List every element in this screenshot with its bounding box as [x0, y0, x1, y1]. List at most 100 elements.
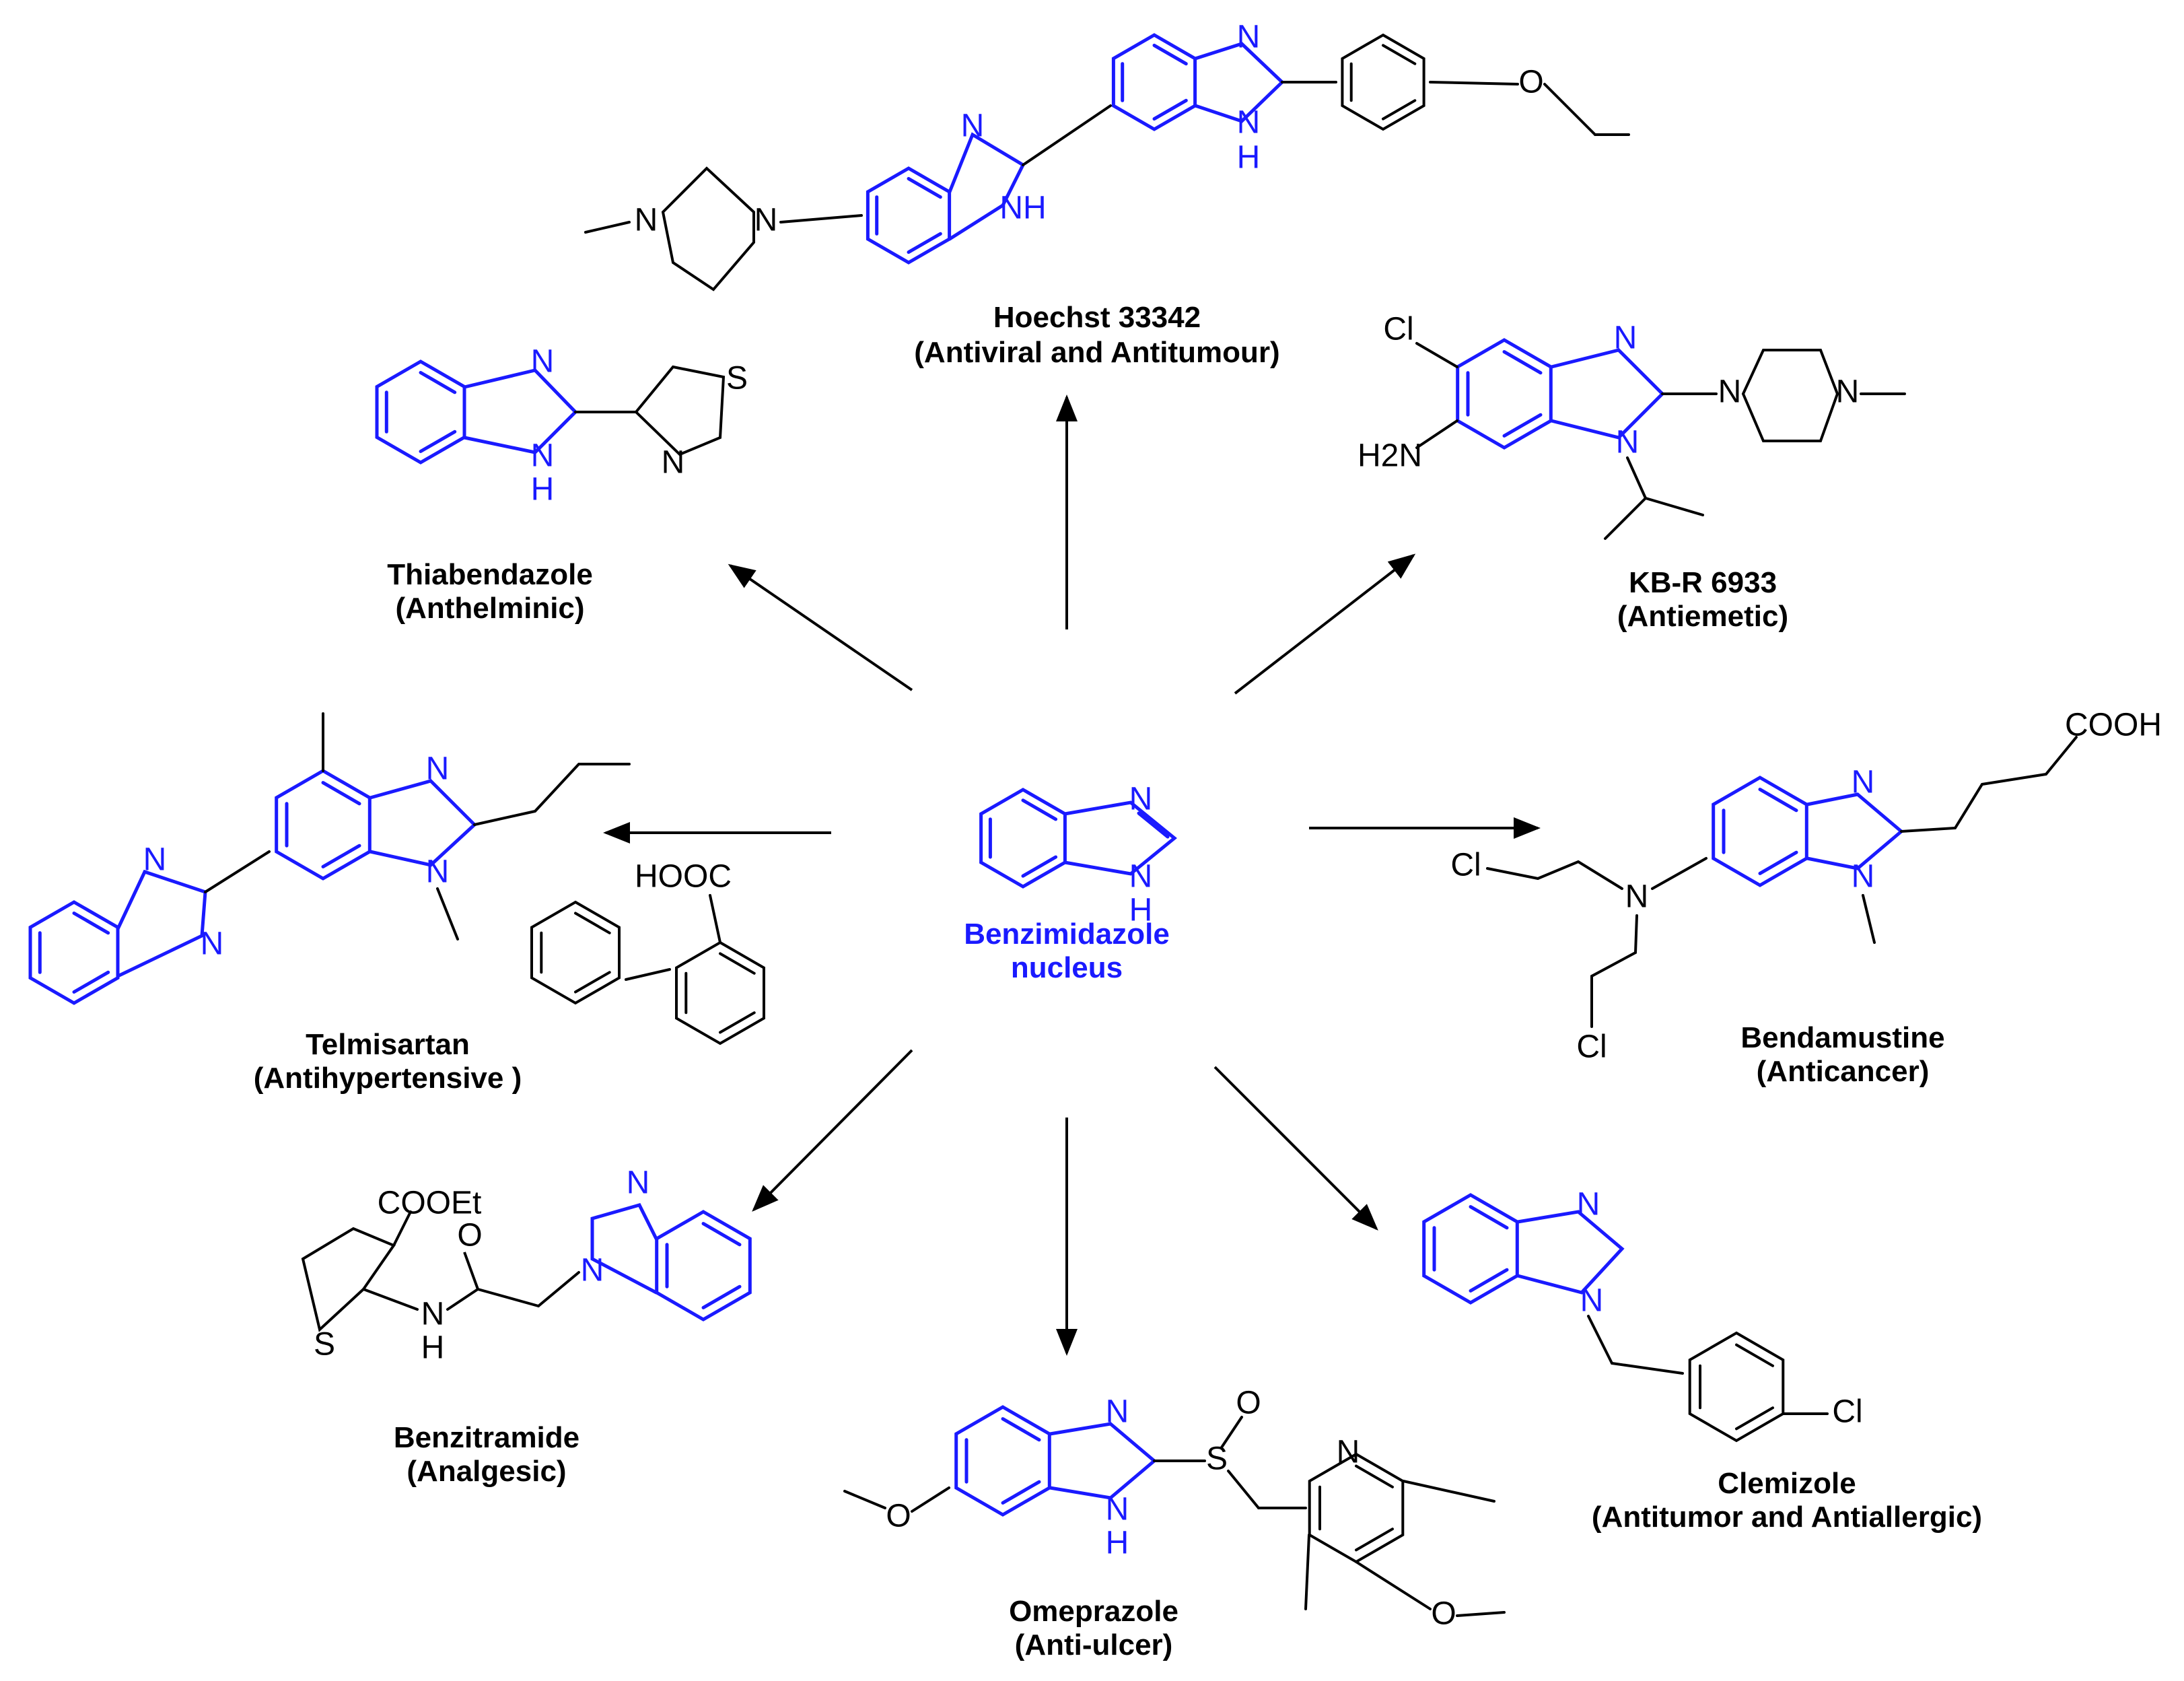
benzitramide-name: Benzitramide [394, 1421, 579, 1454]
hoechst-phenyl-double-bond [1382, 44, 1417, 65]
captions: Benzimidazole nucleus Hoechst 33342 (Ant… [254, 301, 1982, 1661]
center-n3: N [1129, 782, 1153, 817]
clem-cl: Cl [1832, 1394, 1862, 1430]
omep-o-sulfoxide: O [1236, 1385, 1261, 1421]
kbr-cl: Cl [1383, 312, 1413, 347]
clem-imidazole [1516, 1210, 1625, 1295]
benzi-benzene-double-bond [701, 1222, 742, 1247]
omep-py-me-1 [1402, 1480, 1495, 1503]
benda-cl-1: Cl [1450, 848, 1481, 883]
telmi-benz-1 [275, 769, 372, 881]
telmi-benz-2-double-bond [72, 970, 110, 994]
benzi-thiophene [301, 1227, 396, 1332]
telmi-ph-ph [625, 968, 671, 981]
omep-benzene-double-bond [1001, 1480, 1041, 1505]
benda-cooh: COOH [2065, 708, 2162, 743]
kbr-ipr-1 [1626, 456, 1647, 500]
kbr-n3: N [1614, 320, 1637, 356]
telmi-n-c: N [143, 842, 167, 878]
benda-butyric [1900, 736, 2078, 833]
telmisartan-activity: (Antihypertensive ) [254, 1062, 522, 1095]
omep-aryl-ome [911, 1486, 950, 1513]
arrow-to-clemizole [1213, 1066, 1378, 1231]
omeprazole-activity: (Anti-ulcer) [1015, 1628, 1173, 1661]
telmi-benz-2 [28, 900, 120, 1005]
benzi-h: H [421, 1330, 445, 1366]
telmi-ch2 [436, 887, 459, 940]
kbr-activity: (Antiemetic) [1617, 600, 1788, 633]
kbr-nh2-bond [1415, 419, 1458, 449]
telmi-cooh [709, 894, 721, 944]
clem-benzene-double-bond [1469, 1205, 1509, 1230]
omep-pyridine-double-bond [1355, 1464, 1394, 1488]
hoechst-n-c: N [961, 108, 985, 144]
kbr-piperazine [1741, 349, 1839, 442]
thia-benzene [375, 359, 466, 465]
kbr-benzene [1456, 338, 1553, 450]
hoechst-pip-n1: N [754, 203, 778, 238]
thia-n-thiazole: N [662, 445, 685, 481]
hoechst-phenyl-o [1429, 81, 1519, 85]
benda-arm-2 [1590, 914, 1638, 1028]
benzi-s: S [314, 1327, 335, 1363]
kbr-benzene-double-bond [1502, 413, 1543, 438]
benda-n-methyl [1862, 894, 1876, 944]
omep-ome-me [843, 1490, 886, 1509]
omep-o-me [1456, 1611, 1506, 1617]
hoechst-n-a: N [1237, 20, 1261, 55]
kbr-cl-bond [1415, 342, 1458, 368]
hoechst-benz-2-double-bond [907, 232, 942, 254]
hoechst-activity: (Antiviral and Antitumour) [914, 336, 1279, 369]
kbr-name: KB-R 6933 [1629, 566, 1777, 599]
clem-n1: N [1580, 1283, 1604, 1319]
benzitramide-activity: (Analgesic) [407, 1455, 566, 1488]
benzi-n1: N [581, 1253, 604, 1289]
hoechst-benz-1-double-bond [1152, 98, 1188, 121]
center-h: H [1129, 893, 1153, 928]
arrow-to-kbr [1234, 553, 1416, 695]
benda-aryl-n [1651, 857, 1707, 890]
thiabendazole-activity: (Anthelminic) [395, 592, 584, 625]
kbr-pip-n1: N [1718, 374, 1742, 410]
atom-labels: N N H N N H N NH O N N N N H S N Cl H2N … [143, 20, 2162, 1632]
telmi-benzoic-double-bond [719, 1011, 756, 1034]
thia-h: H [531, 472, 555, 508]
omep-n-pyridine: N [1337, 1435, 1360, 1470]
hoechst-name: Hoechst 33342 [993, 301, 1201, 334]
thia-benzene-double-bond [419, 430, 457, 453]
hoechst-benz-2 [866, 166, 952, 265]
telmi-propyl [473, 763, 631, 826]
benzi-n: N [421, 1297, 445, 1332]
telmi-benz-2-double-bond [72, 912, 110, 935]
arrow-to-benzitramide [752, 1049, 913, 1212]
bendamustine-activity: (Anticancer) [1757, 1055, 1930, 1088]
omep-pyridine [1308, 1452, 1405, 1564]
benzi-benzene [655, 1210, 752, 1322]
benzi-ch2-n [537, 1271, 580, 1307]
benda-cl-2: Cl [1576, 1029, 1607, 1065]
hoechst-pip-n4: N [635, 203, 658, 238]
kbr-ipr-2 [1604, 497, 1647, 540]
hoechst-nh-d: NH [999, 191, 1046, 226]
benda-arm-1 [1486, 860, 1623, 890]
telmi-hooc: HOOC [635, 859, 732, 895]
center-benzene-ring-double-bond [1021, 798, 1058, 821]
telmi-phenyl-double-bond [574, 912, 611, 934]
center-benzene-ring-double-bond [1021, 855, 1058, 878]
clemizole-activity: (Antitumor and Antiallergic) [1592, 1501, 1982, 1534]
omep-imidazole [1048, 1422, 1157, 1500]
benda-n3: N [1852, 765, 1875, 800]
omeprazole-name: Omeprazole [1009, 1595, 1178, 1628]
omep-s: S [1206, 1441, 1228, 1477]
hoechst-o: O [1518, 65, 1543, 100]
hoechst-benz-1-double-bond [1152, 43, 1188, 66]
omep-n3: N [1106, 1394, 1129, 1430]
center-n1: N [1129, 859, 1153, 895]
clem-benzene [1422, 1193, 1519, 1305]
telmi-biaryl [204, 850, 271, 893]
benda-n1: N [1852, 859, 1875, 895]
telmi-benzoic-double-bond [719, 952, 756, 975]
thia-thiazole [634, 365, 726, 456]
